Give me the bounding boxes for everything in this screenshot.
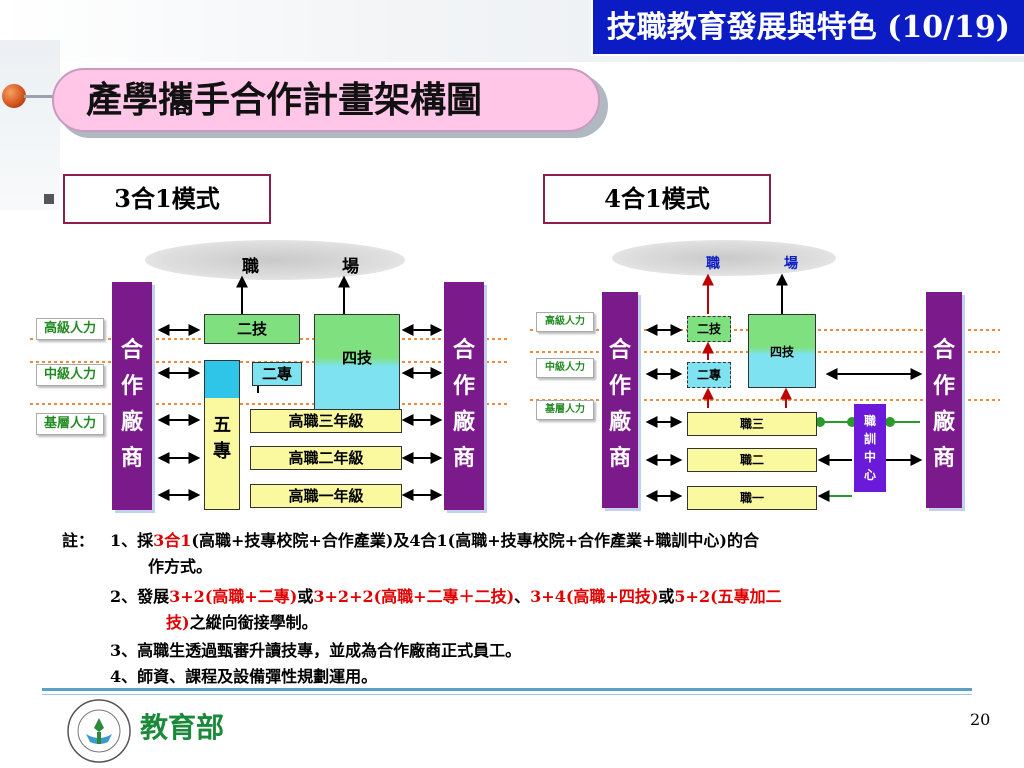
note-text-highlight: 5+2(五專加二 [674, 587, 782, 606]
footer-line-thin [42, 694, 972, 695]
right-mode-label: 4合1模式 [543, 174, 771, 224]
left-partner-left: 合 作 廠 商 [112, 282, 152, 510]
right-partner-left: 合 作 廠 商 [602, 292, 638, 508]
left-jr2-box: 二專 [252, 362, 302, 386]
partner-char: 廠 [932, 409, 955, 435]
partner-char: 作 [932, 373, 955, 399]
partner-char: 合 [932, 337, 955, 363]
partner-char: 合 [120, 337, 143, 363]
five-char: 五 [213, 415, 231, 436]
left-hs2-box: 高職二年級 [250, 446, 402, 470]
left-tech2-box: 二技 [204, 314, 300, 344]
left-label-mid: 中級人力 [36, 364, 104, 386]
right-workplace-char2: 場 [784, 256, 798, 272]
ministry-name: 教育部 [140, 711, 225, 744]
right-jr2-box: 二專 [687, 362, 731, 388]
right-label-high: 高級人力 [536, 312, 594, 332]
footer-line [42, 688, 972, 691]
left-five-year-box: 五 專 [204, 360, 240, 510]
note-text: (高職+技專校院+合作產業)及4合1(高職+技專校院+合作產業+職訓中心)的合 [191, 531, 760, 550]
partner-char: 作 [452, 373, 475, 399]
note-text-highlight: 3合1 [153, 531, 192, 550]
right-workplace-ellipse [612, 240, 836, 276]
right-tech2-box: 二技 [687, 316, 731, 342]
partner-char: 商 [608, 445, 631, 471]
partner-char: 商 [120, 445, 143, 471]
training-char: 職 [863, 414, 876, 428]
note-text: 1、採 [110, 531, 154, 550]
right-label-mid: 中級人力 [536, 358, 594, 378]
left-hs1-box: 高職一年級 [250, 484, 402, 508]
note-text-highlight: 技) [166, 613, 190, 632]
right-v2-box: 職二 [687, 448, 817, 472]
training-char: 訓 [863, 432, 876, 446]
note-text: 之縱向銜接學制。 [189, 613, 318, 632]
partner-char: 商 [452, 445, 475, 471]
note-4: 4、師資、課程及設備彈性規劃運用。 [110, 667, 378, 686]
dot-connector-line [24, 95, 64, 98]
left-diagram: 職 場 高級人力 中級人力 基層人力 合 作 廠 商 合 [30, 240, 510, 515]
left-mode-label: 3合1模式 [63, 174, 271, 224]
decorative-building [0, 40, 60, 210]
note-text: 或 [297, 587, 314, 606]
ministry-of-education-logo [62, 698, 136, 764]
note-1: 1、採3合1(高職+技專校院+合作產業)及4合1(高職+技專校院+合作產業+職訓… [110, 528, 759, 554]
right-v3-box: 職三 [687, 412, 817, 436]
page-number: 20 [970, 710, 991, 729]
note-2-cont: 技)之縱向銜接學制。 [166, 610, 318, 636]
right-partner-right: 合 作 廠 商 [926, 292, 962, 508]
left-tech4-box: 四技 [314, 314, 400, 410]
training-char: 中 [863, 450, 876, 464]
partner-char: 作 [608, 373, 631, 399]
training-char: 心 [863, 468, 876, 482]
note-text-highlight: 3+4(高職+四技) [530, 587, 659, 606]
notes-prefix: 註： [62, 531, 95, 550]
note-1-cont: 作方式。 [148, 557, 213, 576]
orange-dot-icon [2, 84, 26, 108]
left-workplace-ellipse [145, 240, 405, 280]
left-hs3-box: 高職三年級 [250, 409, 402, 433]
right-label-base: 基層人力 [536, 400, 594, 420]
partner-char: 作 [120, 373, 143, 399]
left-partner-right: 合 作 廠 商 [444, 282, 484, 510]
right-training-center-box: 職 訓 中 心 [854, 404, 886, 492]
right-v1-box: 職一 [687, 486, 817, 510]
slide-header-title: 技職教育發展與特色 (10/19) [590, 0, 1024, 56]
left-workplace-char2: 場 [342, 257, 359, 277]
note-2: 2、發展3+2(高職+二專)或3+2+2(高職+二專＋二技)、3+4(高職+四技… [110, 584, 782, 610]
diagram-title: 產學攜手合作計畫架構圖 [52, 68, 600, 132]
note-text: 2、發展 [110, 587, 170, 606]
partner-char: 廠 [120, 409, 143, 435]
note-text: 或 [658, 587, 675, 606]
bullet-icon [44, 194, 54, 204]
note-text-highlight: 3+2+2(高職+二專＋二技) [313, 587, 515, 606]
note-text-highlight: 3+2(高職+二專) [169, 587, 298, 606]
note-3: 3、高職生透過甄審升讀技專，並成為合作廠商正式員工。 [110, 641, 522, 660]
left-label-high: 高級人力 [36, 318, 104, 340]
left-label-base: 基層人力 [36, 413, 104, 435]
note-text: 、 [514, 587, 531, 606]
partner-char: 廠 [608, 409, 631, 435]
partner-char: 商 [932, 445, 955, 471]
left-workplace-char1: 職 [242, 257, 259, 277]
partner-char: 合 [452, 337, 475, 363]
right-workplace-char1: 職 [706, 256, 720, 272]
right-diagram: 職 場 高級人力 中級人力 [530, 240, 1000, 515]
right-tech4-box: 四技 [748, 314, 816, 388]
partner-char: 合 [608, 337, 631, 363]
five-char: 專 [213, 441, 231, 462]
partner-char: 廠 [452, 409, 475, 435]
